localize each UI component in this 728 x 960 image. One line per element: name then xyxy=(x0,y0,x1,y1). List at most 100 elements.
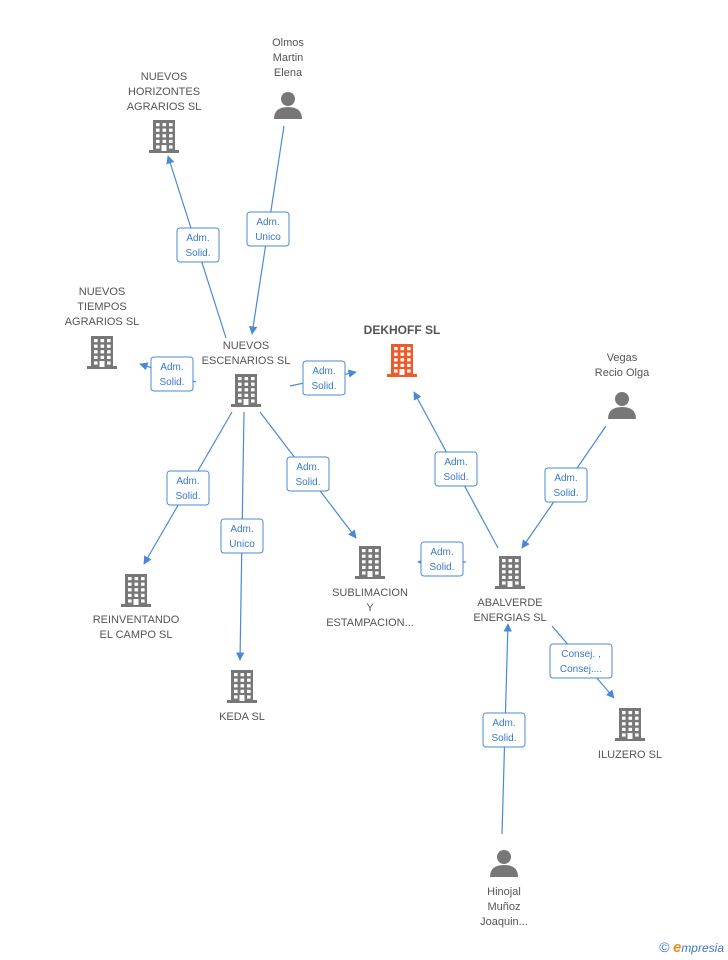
edge-nuevos_escenarios-to-keda: Adm. Unico xyxy=(220,411,264,661)
node-label: Olmos xyxy=(272,37,304,49)
edge-label-text: Adm. xyxy=(430,547,453,558)
edge-label-text: Solid. xyxy=(175,491,200,502)
building-icon xyxy=(87,336,117,369)
node-label: Vegas xyxy=(607,352,638,364)
edge-nuevos_escenarios-to-sublimacion: Adm. Solid. xyxy=(259,411,357,539)
edge-label-box[interactable] xyxy=(420,541,464,577)
node-label: Recio Olga xyxy=(595,367,650,379)
node-dekhoff[interactable]: DEKHOFF SL xyxy=(364,323,441,377)
edge-label-box[interactable] xyxy=(150,356,194,392)
node-abalverde[interactable]: ABALVERDE ENERGIAS SL xyxy=(473,556,547,624)
node-nuevos_horizontes[interactable]: NUEVOS HORIZONTES AGRARIOS SL xyxy=(127,71,202,153)
edge-label-box[interactable] xyxy=(246,211,290,247)
node-label: NUEVOS xyxy=(223,340,269,352)
building-icon xyxy=(615,708,645,741)
node-label: Joaquin... xyxy=(480,916,528,928)
building-icon xyxy=(149,120,179,153)
edge-hinojal-to-abalverde: Adm. Solid. xyxy=(482,623,526,835)
edge-label-text: Adm. xyxy=(160,362,183,373)
node-label: DEKHOFF SL xyxy=(364,323,441,337)
edge-label-text: Adm. xyxy=(176,476,199,487)
edge-abalverde-to-iluzero: Consej. , Consej.... xyxy=(549,625,615,699)
node-sublimacion[interactable]: SUBLIMACION Y ESTAMPACION... xyxy=(326,546,414,629)
edge-label-text: Adm. xyxy=(230,524,253,535)
node-label: ABALVERDE xyxy=(477,597,542,609)
edge-label-text: Unico xyxy=(255,232,281,243)
edge-label-text: Unico xyxy=(229,539,255,550)
node-label: REINVENTANDO xyxy=(93,614,180,626)
edge-label-text: Solid. xyxy=(185,248,210,259)
edge-label-text: Adm. xyxy=(312,366,335,377)
edge-label-text: Solid. xyxy=(443,472,468,483)
footer-brand[interactable]: © empresia xyxy=(659,939,724,956)
edge-label-box[interactable] xyxy=(482,712,526,748)
edge-abalverde-to-sublimacion: Adm. Solid. xyxy=(417,541,466,577)
node-label: EL CAMPO SL xyxy=(100,629,173,641)
edge-label-text: Solid. xyxy=(491,733,516,744)
edge-label-text: Adm. xyxy=(186,233,209,244)
node-label: SUBLIMACION xyxy=(332,587,408,599)
building-icon xyxy=(495,556,525,589)
copyright-symbol: © xyxy=(659,939,670,955)
node-label: ILUZERO SL xyxy=(598,749,662,761)
edge-label-text: Adm. xyxy=(444,457,467,468)
edge-label-box[interactable] xyxy=(166,470,210,506)
node-iluzero[interactable]: ILUZERO SL xyxy=(598,708,662,761)
edge-label-box[interactable] xyxy=(176,227,220,263)
node-label: TIEMPOS xyxy=(77,301,127,313)
building-icon xyxy=(227,670,257,703)
edge-abalverde-to-dekhoff: Adm. Solid. xyxy=(413,391,499,549)
edge-label-text: Adm. xyxy=(492,718,515,729)
node-label: Elena xyxy=(274,67,303,79)
node-label: ENERGIAS SL xyxy=(473,612,546,624)
edge-label-text: Consej. , xyxy=(561,649,600,660)
node-keda[interactable]: KEDA SL xyxy=(219,670,265,723)
edge-nuevos_escenarios-to-nuevos_horizontes: Adm. Solid. xyxy=(166,155,227,339)
person-icon xyxy=(490,850,518,877)
edge-label-text: Adm. xyxy=(296,462,319,473)
node-label: ESTAMPACION... xyxy=(326,617,414,629)
node-label: Martin xyxy=(273,52,304,64)
building-icon xyxy=(231,374,261,407)
node-label: NUEVOS xyxy=(79,286,125,298)
edge-label-text: Solid. xyxy=(311,381,336,392)
node-label: ESCENARIOS SL xyxy=(202,355,291,367)
node-label: Hinojal xyxy=(487,886,521,898)
edge-olmos-to-nuevos_escenarios: Adm. Unico xyxy=(246,125,290,335)
edge-label-box[interactable] xyxy=(544,467,588,503)
person-icon xyxy=(608,392,636,419)
node-label: HORIZONTES xyxy=(128,86,200,98)
edge-label-text: Consej.... xyxy=(560,664,602,675)
edge-label-text: Solid. xyxy=(159,377,184,388)
edge-label-text: Solid. xyxy=(295,477,320,488)
building-icon xyxy=(387,344,417,377)
node-label: AGRARIOS SL xyxy=(127,101,202,113)
edge-nuevos_escenarios-to-dekhoff: Adm. Solid. xyxy=(289,360,357,396)
node-nuevos_escenarios[interactable]: NUEVOS ESCENARIOS SL xyxy=(202,340,291,407)
edge-label-box[interactable] xyxy=(286,456,330,492)
edge-label-box[interactable] xyxy=(302,360,346,396)
edge-label-box[interactable] xyxy=(220,518,264,554)
edge-label-text: Adm. xyxy=(554,473,577,484)
node-label: Y xyxy=(366,602,374,614)
edge-label-box[interactable] xyxy=(549,643,613,679)
edge-nuevos_escenarios-to-nuevos_tiempos: Adm. Solid. xyxy=(139,356,197,392)
edge-label-text: Solid. xyxy=(429,562,454,573)
brand-name: mpresia xyxy=(681,941,724,955)
building-icon xyxy=(355,546,385,579)
edge-label-text: Solid. xyxy=(553,488,578,499)
node-reinventando[interactable]: REINVENTANDO EL CAMPO SL xyxy=(93,574,180,641)
node-label: Muñoz xyxy=(487,901,520,913)
edge-label-text: Adm. xyxy=(256,217,279,228)
node-label: KEDA SL xyxy=(219,711,265,723)
node-label: NUEVOS xyxy=(141,71,187,83)
edge-vegas-to-abalverde: Adm. Solid. xyxy=(521,425,607,549)
edge-label-box[interactable] xyxy=(434,451,478,487)
node-hinojal[interactable]: HinojalMuñozJoaquin... xyxy=(480,850,528,928)
edge-nuevos_escenarios-to-reinventando: Adm. Solid. xyxy=(143,411,233,565)
building-icon xyxy=(121,574,151,607)
